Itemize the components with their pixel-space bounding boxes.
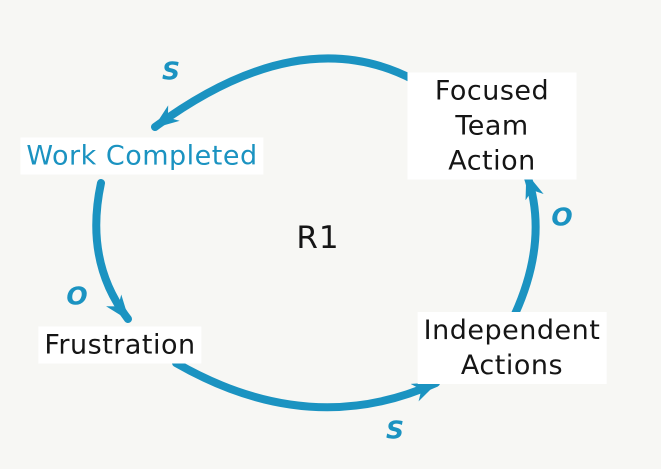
polarity-label-s-bottom: S [385, 415, 405, 445]
node-focused-team-action: Focused Team Action [407, 72, 577, 180]
node-work-completed: Work Completed [20, 137, 264, 175]
arrow-work-completed-to-frustration [92, 179, 132, 323]
arrow-focused-team-to-work-completed [151, 54, 418, 131]
loop-label-r1: R1 [296, 220, 340, 256]
arrow-frustration-to-independent-actions [172, 359, 440, 412]
arrow-independent-actions-to-focused-team [511, 171, 544, 318]
node-independent-actions: Independent Actions [417, 312, 607, 384]
node-frustration: Frustration [38, 326, 202, 364]
polarity-label-s-top: S [161, 56, 181, 86]
polarity-label-o-right: O [551, 202, 573, 232]
polarity-label-o-left: O [66, 281, 88, 311]
